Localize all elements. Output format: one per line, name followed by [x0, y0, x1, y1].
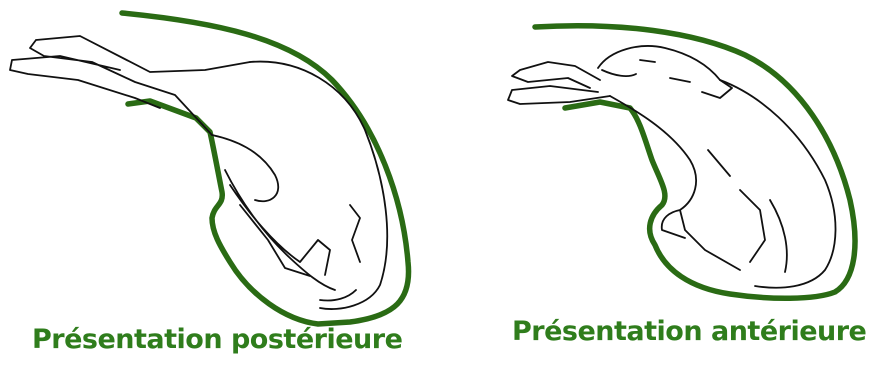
calf-hind-legs [10, 36, 250, 135]
posterior-presentation-drawing [0, 0, 430, 370]
caption-posterior-presentation: Présentation postérieure [32, 324, 402, 355]
posterior-presentation-figure [0, 0, 430, 370]
anterior-presentation-drawing [440, 0, 871, 370]
caption-anterior-presentation: Présentation antérieure [512, 316, 866, 347]
calf-body-anterior [610, 80, 836, 288]
calf-head-anterior [598, 46, 732, 98]
calf-front-legs [508, 62, 610, 104]
uterus-outline-posterior [122, 13, 409, 324]
anterior-presentation-figure [440, 0, 871, 370]
uterus-outline-anterior [535, 26, 855, 299]
